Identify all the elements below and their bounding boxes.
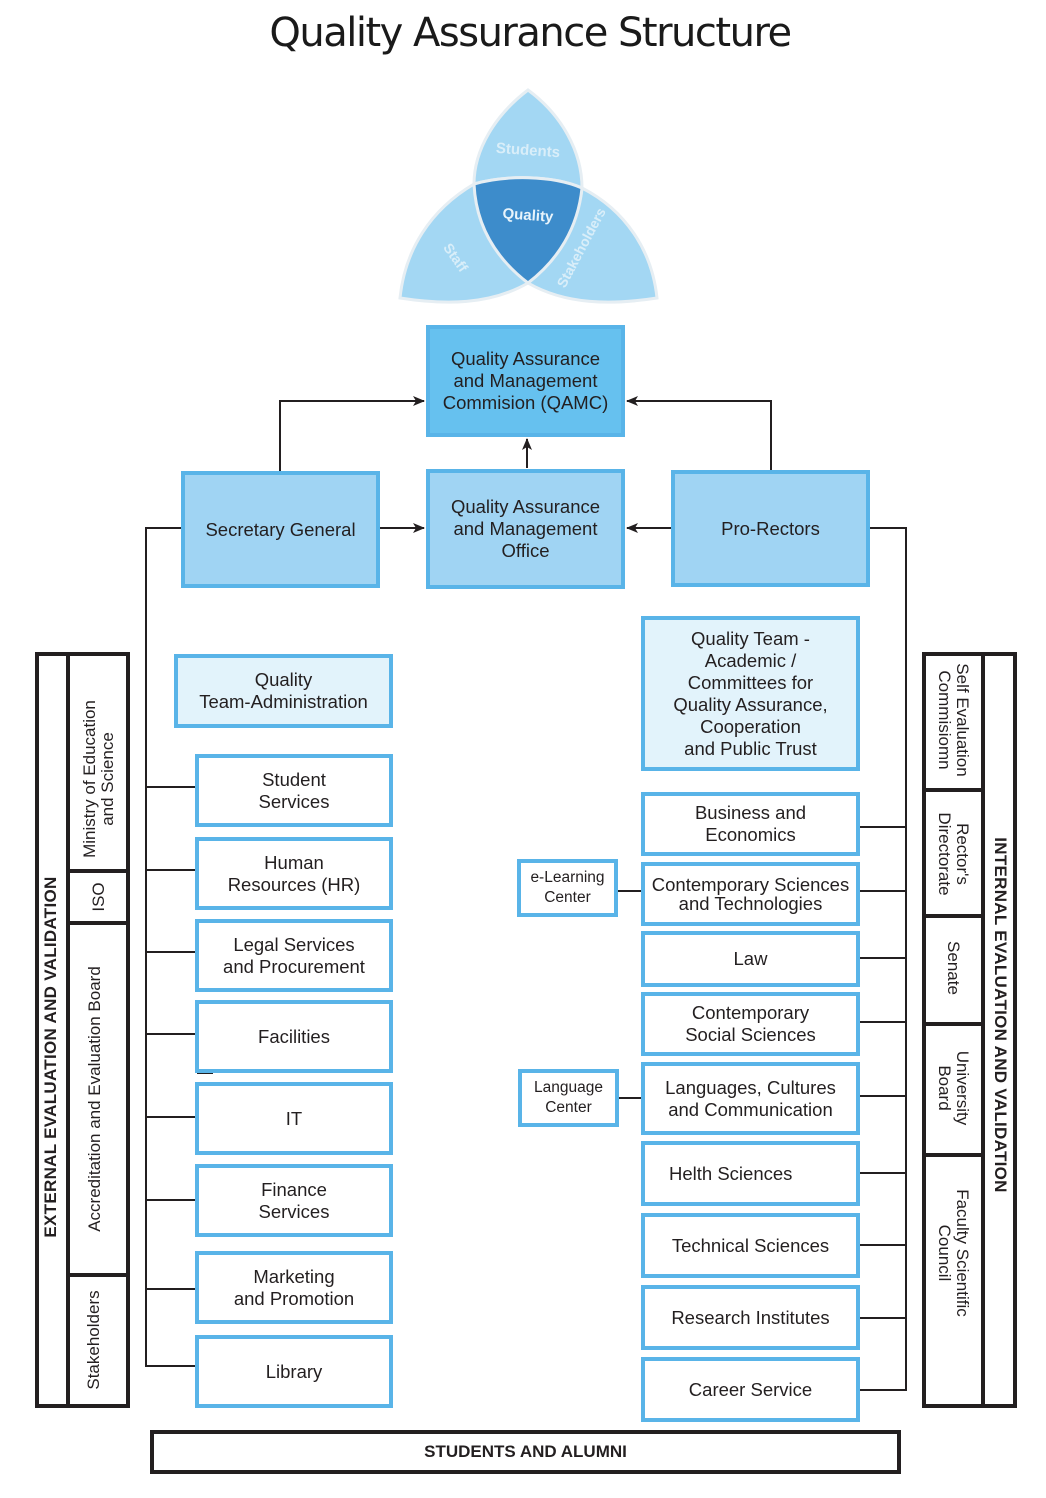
faculty-law[interactable]: Law xyxy=(641,931,860,987)
divider xyxy=(924,914,983,918)
admin-trunk-line xyxy=(145,527,195,1367)
admin-unit-student-services[interactable]: Student Services xyxy=(195,754,393,827)
page-title: Quality Assurance Structure xyxy=(269,10,792,56)
divider xyxy=(68,921,130,925)
admin-unit-finance-services[interactable]: Finance Services xyxy=(195,1164,393,1237)
qa-office-box[interactable]: Quality Assurance and Management Office xyxy=(426,469,625,589)
external-body-stakeholders[interactable]: Stakeholders xyxy=(84,1290,103,1390)
admin-unit-library[interactable]: Library xyxy=(195,1335,393,1408)
research-institutes-box[interactable]: Research Institutes xyxy=(641,1285,860,1350)
internal-body-faculty-scientific-council[interactable]: Faculty Scientific Council xyxy=(935,1189,972,1317)
internal-evaluation-panel xyxy=(922,652,1017,1408)
career-service-box[interactable]: Career Service xyxy=(641,1357,860,1422)
internal-body-rectors-directorate[interactable]: Rector's Directorate xyxy=(935,812,972,896)
internal-body-university-board[interactable]: University Board xyxy=(935,1050,972,1126)
faculty-technical-sciences[interactable]: Technical Sciences xyxy=(641,1213,860,1278)
external-body-ministry[interactable]: Ministry of Education and Science xyxy=(80,700,117,858)
internal-evaluation-title: INTERNAL EVALUATION AND VALIDATION xyxy=(991,837,1010,1193)
faculty-languages-cultures-communication[interactable]: Languages, Cultures and Communication xyxy=(641,1062,860,1135)
arrow-pr-to-qamc xyxy=(626,396,772,470)
admin-unit-it[interactable]: IT xyxy=(195,1082,393,1155)
external-body-accreditation-board[interactable]: Accreditation and Evaluation Board xyxy=(85,966,104,1232)
arrow-sg-to-qamc xyxy=(279,396,425,471)
divider xyxy=(924,1022,983,1026)
quality-venn-diagram: Students Quality Staff Stakeholders xyxy=(398,88,659,304)
internal-body-senate[interactable]: Senate xyxy=(944,941,963,995)
quality-team-academic-box[interactable]: Quality Team - Academic / Committees for… xyxy=(641,616,860,771)
external-evaluation-title: EXTERNAL EVALUATION AND VALIDATION xyxy=(41,876,60,1238)
secretary-general-box[interactable]: Secretary General xyxy=(181,471,380,588)
students-and-alumni-bar: STUDENTS AND ALUMNI xyxy=(150,1430,901,1474)
divider xyxy=(68,869,130,873)
internal-panel-divider xyxy=(981,652,985,1408)
admin-unit-facilities[interactable]: Facilities xyxy=(195,1000,393,1073)
admin-unit-legal-services[interactable]: Legal Services and Procurement xyxy=(195,919,393,992)
faculty-health-sciences[interactable]: Helth Sciences xyxy=(641,1141,860,1206)
divider xyxy=(68,1273,130,1277)
quality-team-administration-box[interactable]: Quality Team-Administration xyxy=(174,654,393,728)
e-learning-center-box[interactable]: e-Learning Center xyxy=(517,859,618,917)
admin-unit-marketing[interactable]: Marketing and Promotion xyxy=(195,1251,393,1324)
venn-label-quality: Quality xyxy=(502,205,555,226)
faculty-contemporary-social-sciences[interactable]: Contemporary Social Sciences xyxy=(641,992,860,1056)
divider xyxy=(924,788,983,792)
admin-unit-human-resources[interactable]: Human Resources (HR) xyxy=(195,837,393,910)
faculty-contemporary-sciences-technologies[interactable]: Contemporary Sciences and Technologies xyxy=(641,862,860,926)
external-evaluation-panel xyxy=(35,652,130,1408)
divider xyxy=(924,1153,983,1157)
venn-center-quality xyxy=(472,176,584,285)
external-body-iso[interactable]: ISO xyxy=(89,882,108,912)
faculty-business-economics[interactable]: Business and Economics xyxy=(641,792,860,856)
qamc-box[interactable]: Quality Assurance and Management Commisi… xyxy=(426,325,625,437)
internal-body-self-evaluation[interactable]: Self Evaluation Commisiomn xyxy=(935,663,972,777)
language-center-box[interactable]: Language Center xyxy=(518,1069,619,1127)
venn-label-students: Students xyxy=(495,140,560,161)
external-panel-divider xyxy=(66,652,70,1408)
pro-rectors-box[interactable]: Pro-Rectors xyxy=(671,470,870,587)
